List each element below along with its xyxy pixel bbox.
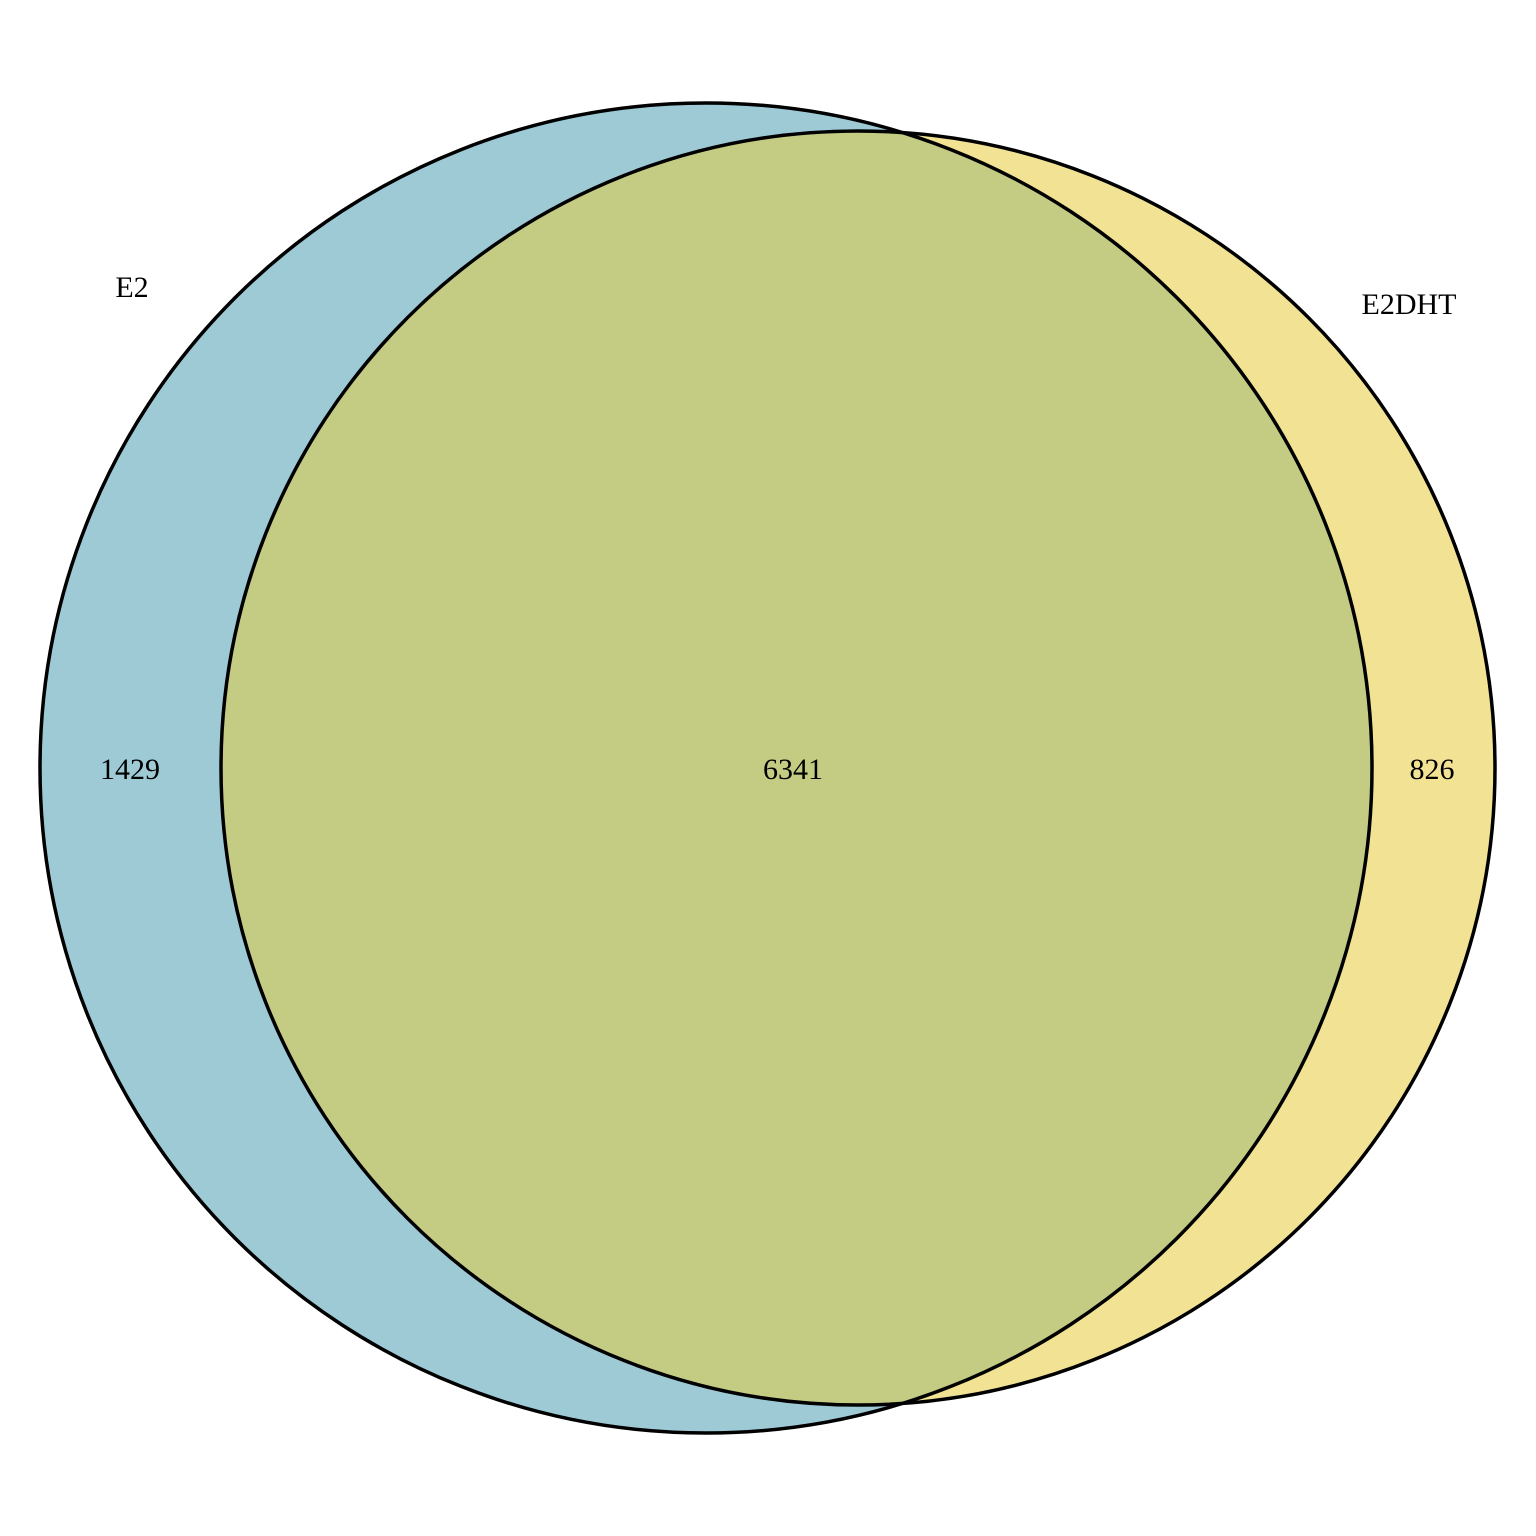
e2dht-only-count: 826 xyxy=(1410,753,1455,786)
e2dht-set-label: E2DHT xyxy=(1362,288,1457,321)
intersection-region xyxy=(221,131,1372,1405)
e2-set-label: E2 xyxy=(115,271,148,304)
e2dht-set-outline xyxy=(219,129,1497,1407)
e2-only-count: 1429 xyxy=(100,753,160,786)
e2-set-outline xyxy=(38,101,1374,1435)
intersection-count: 6341 xyxy=(763,753,823,786)
